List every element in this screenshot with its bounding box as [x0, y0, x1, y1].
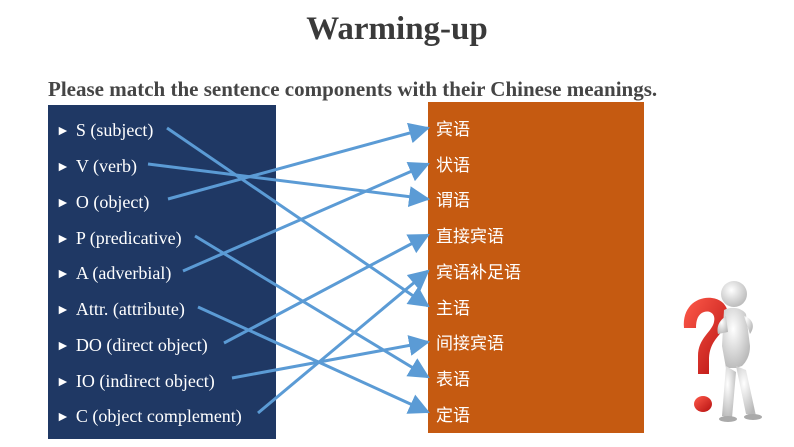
left-item-label: P (predicative) [75, 228, 182, 248]
left-item-object-complement: ► C (object complement) [56, 405, 242, 427]
right-panel [428, 102, 644, 433]
bullet-arrow-icon: ► [56, 339, 70, 354]
bullet-arrow-icon: ► [56, 267, 70, 282]
left-item-label: C (object complement) [75, 406, 242, 426]
right-item-biaoyu: 表语 [436, 370, 470, 390]
left-item-indirect-object: ► IO (indirect object) [56, 370, 215, 392]
thinking-person-question-mark-icon [683, 281, 762, 422]
right-item-zhuyu: 主语 [436, 299, 470, 319]
right-item-zhijie-binyu: 直接宾语 [436, 227, 504, 247]
left-item-label: A (adverbial) [75, 263, 172, 283]
left-item-object: ► O (object) [56, 191, 149, 213]
left-item-direct-object: ► DO (direct object) [56, 334, 208, 356]
right-item-jianjie-binyu: 间接宾语 [436, 334, 504, 354]
left-item-predicative: ► P (predicative) [56, 227, 182, 249]
left-item-attribute: ► Attr. (attribute) [56, 298, 185, 320]
right-item-dingyu: 定语 [436, 406, 470, 426]
right-item-zhuangyu: 状语 [436, 156, 470, 176]
left-item-label: IO (indirect object) [75, 371, 215, 391]
left-item-label: Attr. (attribute) [75, 299, 185, 319]
left-item-label: S (subject) [75, 120, 154, 140]
bullet-arrow-icon: ► [56, 160, 70, 175]
bullet-arrow-icon: ► [56, 375, 70, 390]
instruction-text: Please match the sentence components wit… [48, 77, 658, 101]
left-item-subject: ► S (subject) [56, 119, 153, 141]
slide-title: Warming-up [306, 11, 488, 47]
bullet-arrow-icon: ► [56, 124, 70, 139]
bullet-arrow-icon: ► [56, 196, 70, 211]
right-item-weiyu: 谓语 [436, 191, 470, 211]
left-item-verb: ► V (verb) [56, 155, 137, 177]
left-item-label: V (verb) [75, 156, 138, 176]
right-item-binyu-buzuyu: 宾语补足语 [436, 263, 521, 283]
left-item-label: DO (direct object) [75, 335, 208, 355]
bullet-arrow-icon: ► [56, 232, 70, 247]
bullet-arrow-icon: ► [56, 410, 70, 425]
bullet-arrow-icon: ► [56, 303, 70, 318]
left-item-adverbial: ► A (adverbial) [56, 262, 171, 284]
left-item-label: O (object) [75, 192, 150, 212]
match-arrow [257, 269, 430, 415]
right-item-binyu: 宾语 [436, 120, 470, 140]
